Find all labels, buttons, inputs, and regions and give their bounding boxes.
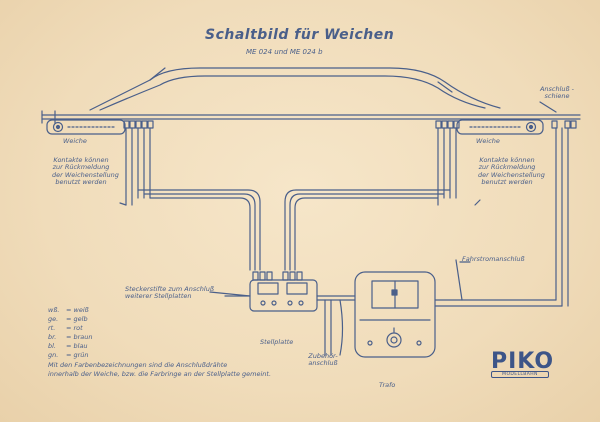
legend-meaning: = braun — [66, 333, 93, 341]
legend-code: br. — [48, 333, 57, 341]
legend-row: rt. = rot — [48, 324, 83, 332]
legend-row: gn. = grün — [48, 351, 89, 359]
contacts-note-right: Kontakte können zur Rückmeldung der Weic… — [478, 156, 545, 187]
legend-code: bl. — [48, 342, 56, 350]
legend-meaning: = rot — [66, 324, 83, 332]
legend-meaning: = grün — [66, 351, 89, 359]
switch-label-right: Weiche — [476, 137, 500, 145]
connection-rail-label: Anschluß - schiene — [539, 85, 575, 101]
switch-box-left — [46, 119, 126, 135]
switch-box-right — [456, 119, 544, 135]
plug-pins-label: Steckerstifte zum Anschluß weiterer Stel… — [125, 285, 214, 301]
piko-logo: PIKO MODELLBAHN — [491, 349, 555, 378]
legend-code: ge. — [48, 315, 59, 323]
legend-meaning: = weiß — [66, 306, 89, 314]
legend-row: bl. = blau — [48, 342, 88, 350]
diagram-title: Schaltbild für Weichen — [205, 27, 395, 43]
transformer-knob — [386, 332, 402, 348]
connection-rail-terminal — [551, 120, 558, 129]
control-panel-label: Stellplatte — [260, 338, 294, 346]
switch-label-left: Weiche — [63, 137, 87, 145]
legend-row: wß. = weiß — [48, 306, 89, 314]
transformer — [354, 271, 436, 358]
siding-track-inner — [99, 75, 486, 111]
siding-track-outer — [89, 67, 501, 111]
switch-coil-right — [525, 121, 537, 133]
legend-code: rt. — [48, 324, 56, 332]
transformer-label: Trafo — [379, 381, 396, 389]
switch-coil-left — [52, 121, 64, 133]
legend-code: wß. — [48, 306, 60, 314]
diagram-subtitle: ME 024 und ME 024 b — [246, 48, 323, 56]
legend-meaning: = gelb — [66, 315, 88, 323]
legend-row: ge. = gelb — [48, 315, 88, 323]
accessory-connection-label: Zubehör- anschluß — [308, 352, 338, 368]
contacts-note-left: Kontakte können zur Rückmeldung der Weic… — [52, 156, 119, 187]
legend-code: gn. — [48, 351, 59, 359]
drive-current-connection-label: Fahrstromanschluß — [462, 255, 525, 263]
legend-row: br. = braun — [48, 333, 93, 341]
legend-meaning: = blau — [66, 342, 88, 350]
footnote: Mit den Farbenbezeichnungen sind die Ans… — [48, 361, 272, 378]
